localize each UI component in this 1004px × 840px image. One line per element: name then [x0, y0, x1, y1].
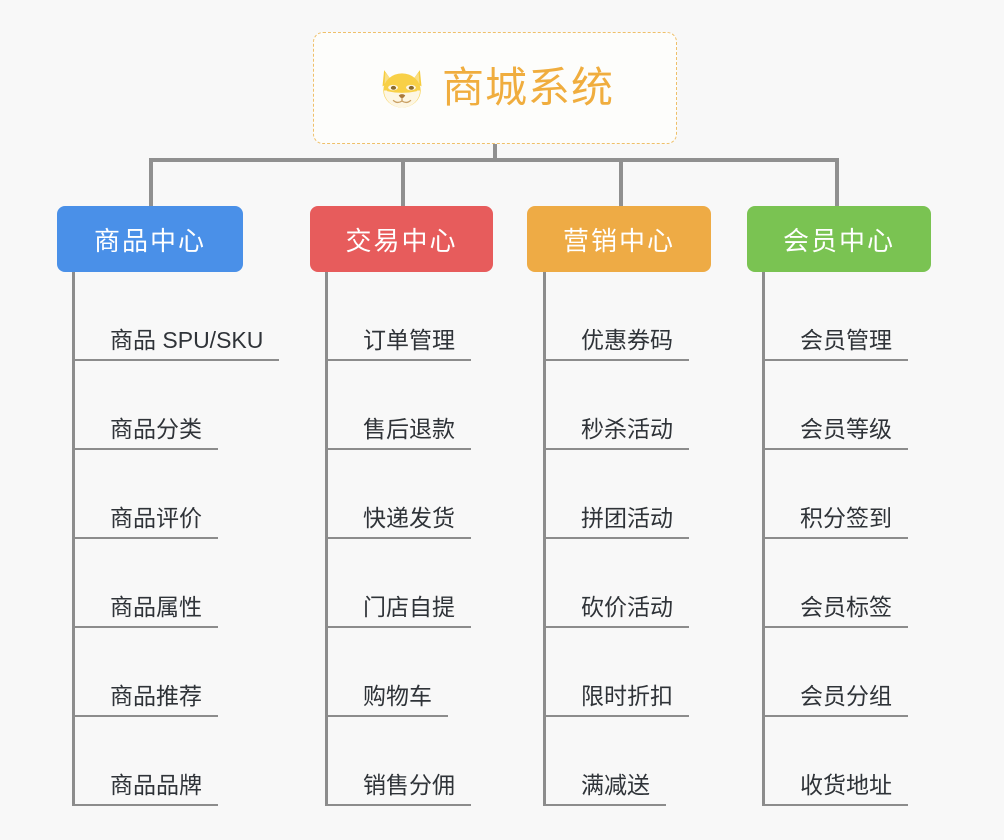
root-node[interactable]: 商城系统: [313, 32, 677, 144]
branch-header-label: 营销中心: [562, 225, 675, 256]
leaf-item-label: 积分签到: [800, 504, 892, 531]
leaf-item[interactable]: 会员等级: [762, 361, 908, 450]
leaf-item-label: 限时折扣: [581, 682, 673, 709]
leaf-item-label: 订单管理: [363, 326, 455, 353]
leaf-item-label: 拼团活动: [581, 504, 673, 531]
branch-header-1[interactable]: 交易中心: [310, 206, 493, 272]
leaf-item-label: 商品评价: [110, 504, 202, 531]
leaf-item[interactable]: 售后退款: [325, 361, 471, 450]
branch-header-3[interactable]: 会员中心: [747, 206, 931, 272]
leaf-item[interactable]: 积分签到: [762, 450, 908, 539]
leaf-item[interactable]: 商品评价: [72, 450, 218, 539]
leaf-item[interactable]: 会员管理: [762, 272, 908, 361]
branch-header-2[interactable]: 营销中心: [527, 206, 711, 272]
branch-spine: [762, 272, 765, 806]
leaf-item-label: 商品属性: [110, 593, 202, 620]
leaf-item[interactable]: 商品属性: [72, 539, 218, 628]
branch-header-label: 交易中心: [345, 225, 458, 256]
connector-drop-3: [619, 158, 623, 208]
branch-spine: [72, 272, 75, 806]
leaf-item[interactable]: 秒杀活动: [543, 361, 689, 450]
leaf-item-label: 门店自提: [363, 593, 455, 620]
leaf-item[interactable]: 订单管理: [325, 272, 471, 361]
connector-drop-4: [835, 158, 839, 208]
leaf-item[interactable]: 商品 SPU/SKU: [72, 272, 280, 361]
leaf-item[interactable]: 拼团活动: [543, 450, 689, 539]
leaf-item[interactable]: 商品推荐: [72, 628, 218, 717]
connector-drop-1: [149, 158, 153, 208]
branch-header-label: 会员中心: [782, 225, 895, 256]
leaf-item[interactable]: 门店自提: [325, 539, 471, 628]
leaf-item[interactable]: 砍价活动: [543, 539, 689, 628]
leaf-item-label: 商品品牌: [110, 771, 202, 798]
leaf-item-label: 秒杀活动: [581, 415, 673, 442]
leaf-item-label: 砍价活动: [581, 593, 673, 620]
leaf-item-label: 满减送: [581, 771, 650, 798]
leaf-item-label: 购物车: [363, 682, 432, 709]
root-title: 商城系统: [441, 64, 614, 111]
branch-spine: [543, 272, 546, 806]
leaf-item[interactable]: 限时折扣: [543, 628, 689, 717]
leaf-item-label: 会员标签: [800, 593, 892, 620]
leaf-item[interactable]: 商品分类: [72, 361, 218, 450]
branch-header-0[interactable]: 商品中心: [57, 206, 243, 272]
leaf-item[interactable]: 收货地址: [762, 717, 908, 806]
leaf-item-label: 收货地址: [800, 771, 892, 798]
connector-horizontal-bus: [149, 158, 839, 162]
leaf-item[interactable]: 销售分佣: [325, 717, 471, 806]
leaf-item-label: 会员等级: [800, 415, 892, 442]
leaf-item-label: 会员管理: [800, 326, 892, 353]
leaf-item[interactable]: 会员标签: [762, 539, 908, 628]
connector-drop-2: [401, 158, 405, 208]
leaf-item-label: 优惠券码: [581, 326, 673, 353]
shiba-dog-icon: [382, 70, 422, 108]
leaf-item-label: 商品推荐: [110, 682, 202, 709]
leaf-item-label: 售后退款: [363, 415, 455, 442]
leaf-item-label: 商品分类: [110, 415, 202, 442]
leaf-item[interactable]: 会员分组: [762, 628, 908, 717]
leaf-item-label: 商品 SPU/SKU: [110, 326, 264, 353]
branch-header-label: 商品中心: [93, 225, 206, 256]
leaf-item[interactable]: 满减送: [543, 717, 666, 806]
leaf-item-label: 快递发货: [363, 504, 455, 531]
connector-root-trunk: [493, 144, 497, 162]
leaf-item[interactable]: 快递发货: [325, 450, 471, 539]
leaf-item-label: 会员分组: [800, 682, 892, 709]
branch-spine: [325, 272, 328, 806]
leaf-item[interactable]: 优惠券码: [543, 272, 689, 361]
leaf-item[interactable]: 商品品牌: [72, 717, 218, 806]
leaf-item-label: 销售分佣: [363, 771, 455, 798]
leaf-item[interactable]: 购物车: [325, 628, 448, 717]
